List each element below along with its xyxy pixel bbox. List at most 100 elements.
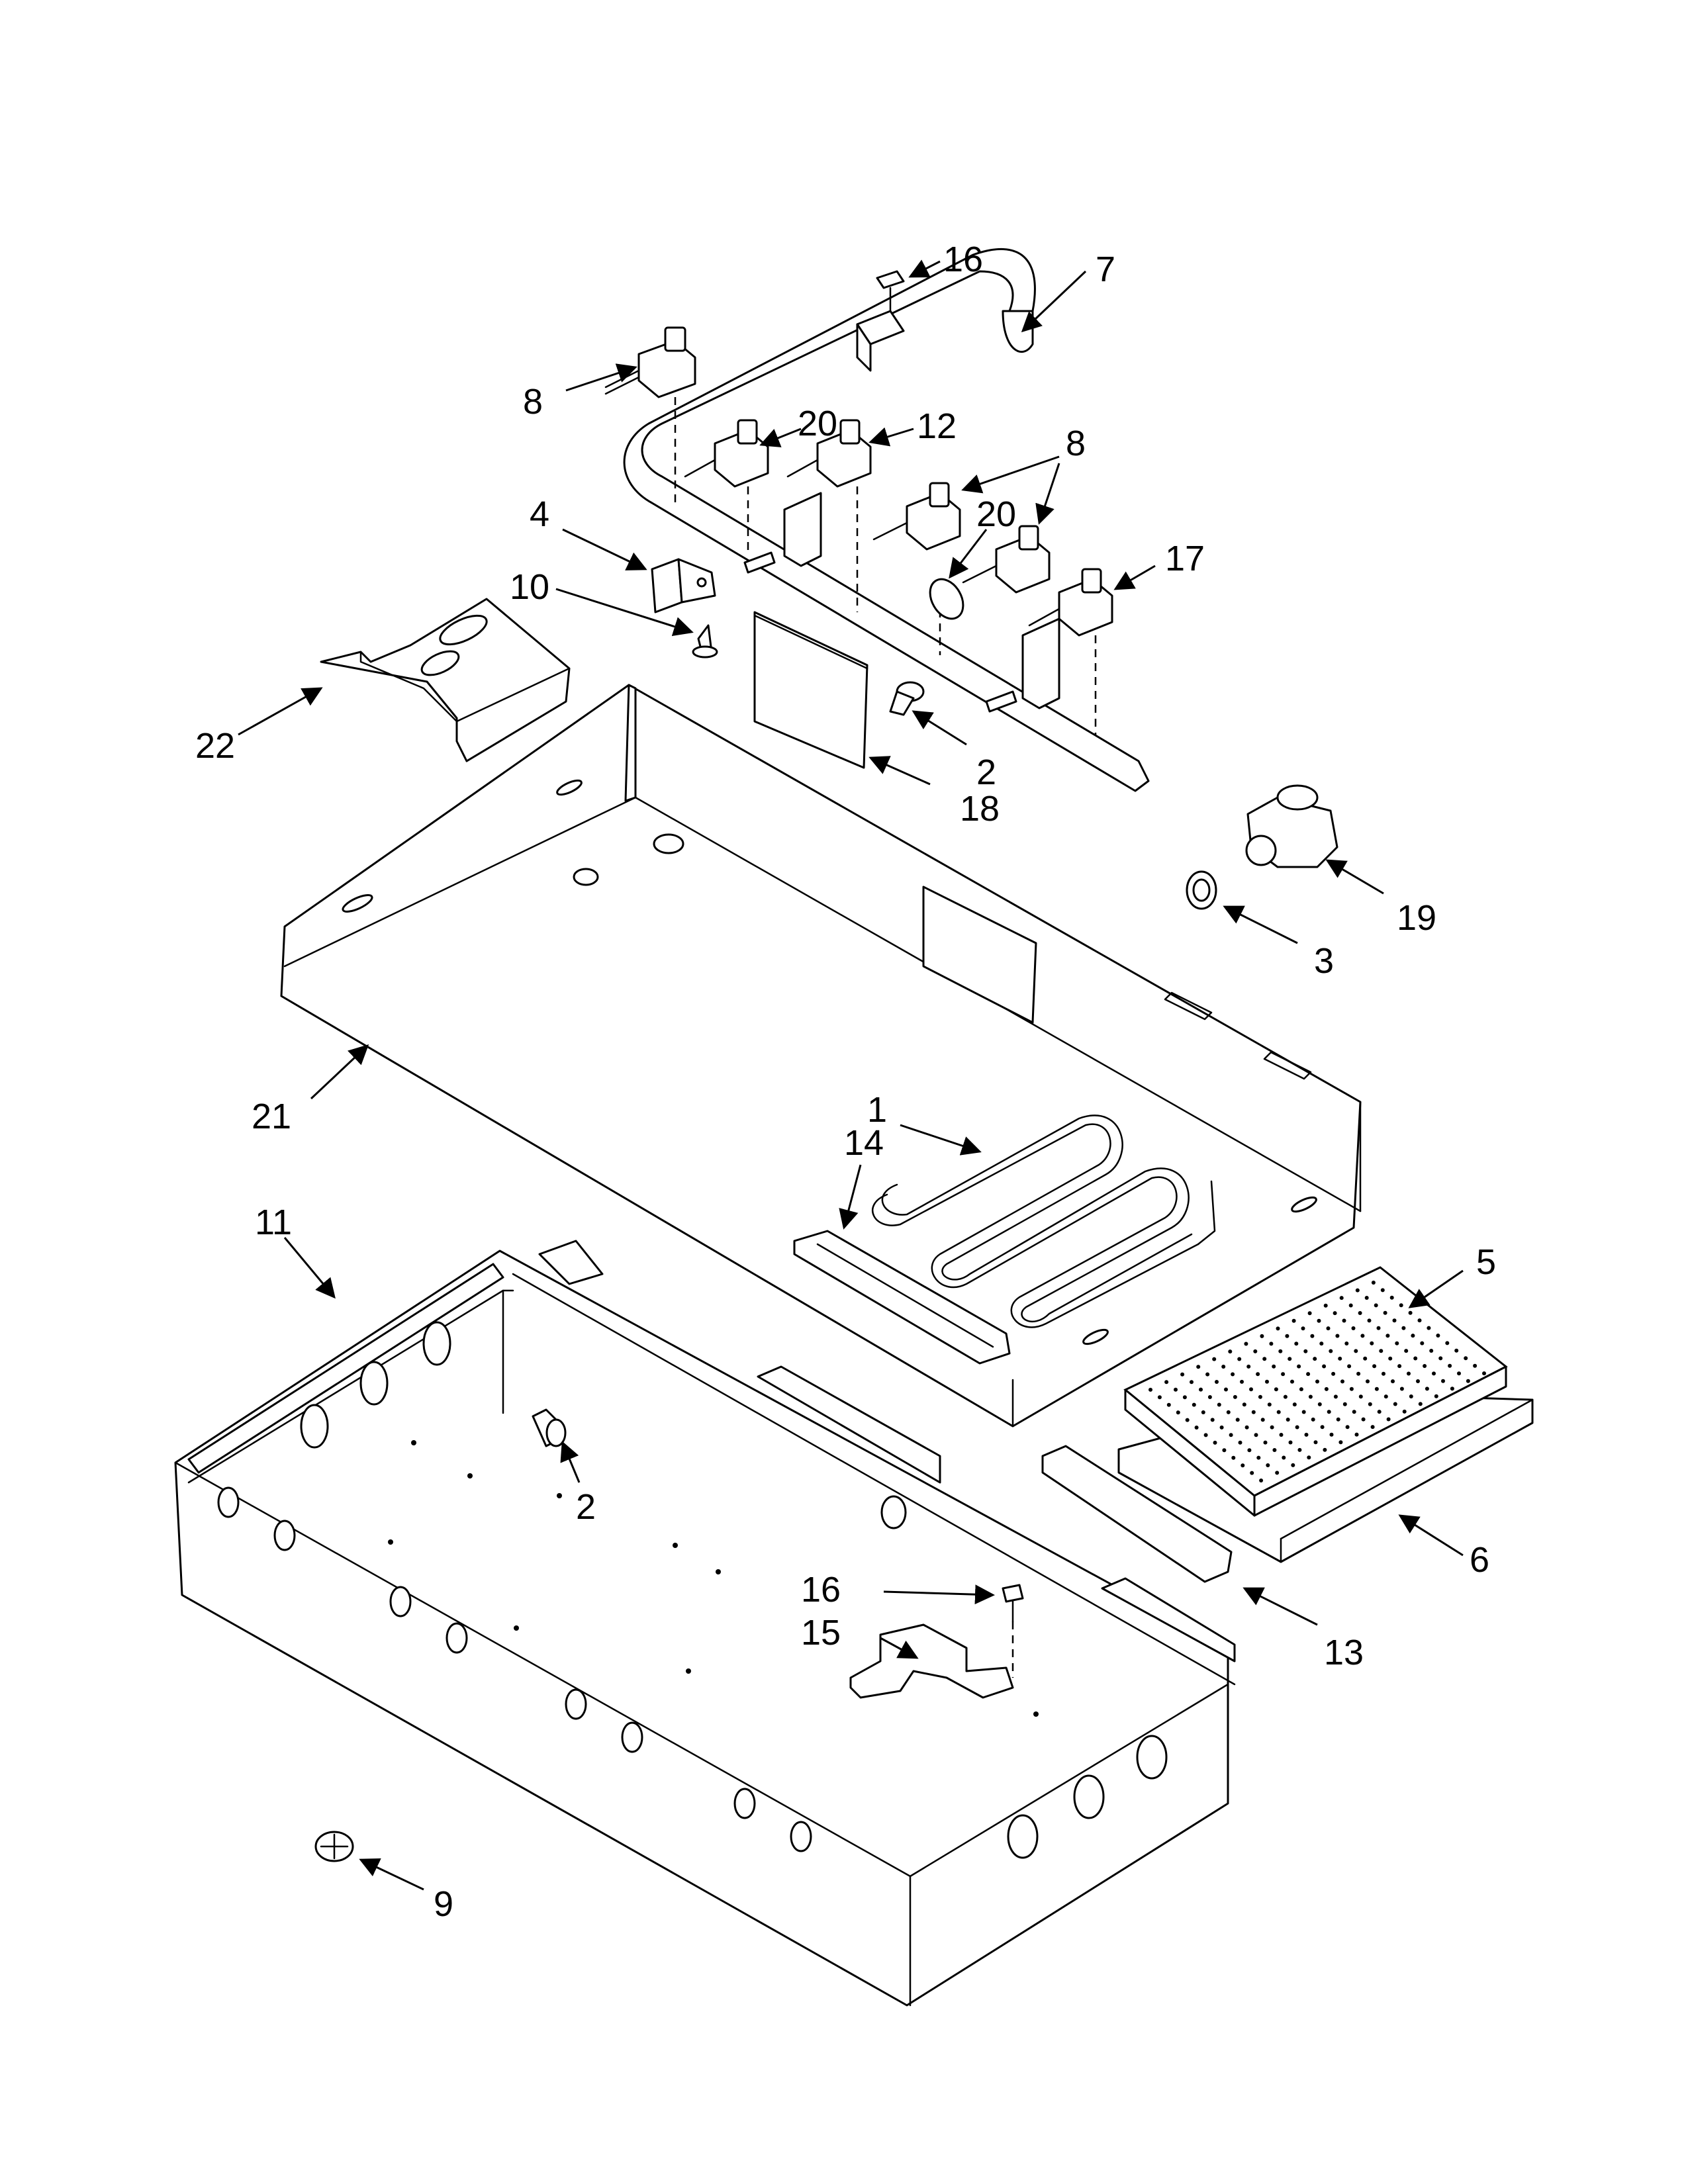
mesh-perforation xyxy=(1361,1417,1366,1422)
mesh-perforation xyxy=(1436,1334,1440,1338)
mesh-perforation xyxy=(1372,1364,1377,1369)
mesh-perforation xyxy=(1425,1387,1429,1391)
mesh-perforation xyxy=(1391,1379,1395,1384)
callout-10: 10 xyxy=(510,567,549,607)
mesh-perforation xyxy=(1418,1402,1423,1406)
mesh-perforation xyxy=(1256,1455,1261,1460)
screw-10 xyxy=(692,624,718,659)
mesh-perforation xyxy=(1388,1356,1393,1361)
mesh-perforation xyxy=(1272,1364,1276,1369)
mesh-perforation xyxy=(1408,1310,1413,1315)
mesh-perforation xyxy=(1196,1365,1201,1369)
mesh-perforation xyxy=(1176,1410,1180,1415)
mesh-perforation xyxy=(1317,1318,1321,1323)
callout-19: 19 xyxy=(1397,898,1436,938)
mesh-perforation xyxy=(1297,1447,1302,1452)
mesh-perforation xyxy=(1307,1311,1312,1316)
mesh-perforation xyxy=(1282,1455,1286,1460)
mesh-perforation xyxy=(1251,1410,1256,1414)
mesh-perforation xyxy=(1221,1365,1226,1369)
mesh-perforation xyxy=(1301,1410,1306,1414)
mesh-perforation xyxy=(1364,1296,1369,1300)
mesh-perforation xyxy=(1164,1380,1169,1385)
mesh-perforation xyxy=(1319,1342,1324,1346)
mesh-perforation xyxy=(1254,1433,1258,1437)
mesh-perforation xyxy=(1253,1349,1258,1353)
mesh-perforation xyxy=(1278,1349,1283,1353)
mesh-perforation xyxy=(1376,1326,1381,1330)
mesh-perforation xyxy=(1190,1380,1194,1385)
mesh-perforation xyxy=(1149,1387,1152,1392)
mesh-perforation xyxy=(1313,1440,1318,1445)
mesh-perforation xyxy=(1342,1318,1346,1323)
mesh-perforation xyxy=(1441,1379,1445,1383)
callout-20-left: 20 xyxy=(798,404,837,443)
mesh-perforation xyxy=(1368,1402,1372,1406)
gas-valve-8-right xyxy=(939,525,1051,655)
mesh-perforation xyxy=(1291,1318,1296,1323)
mesh-perforation xyxy=(1233,1394,1237,1399)
mesh-perforation xyxy=(1445,1341,1450,1345)
mesh-perforation xyxy=(1333,1394,1338,1399)
mesh-perforation xyxy=(1327,1410,1331,1414)
mesh-perforation xyxy=(1401,1326,1406,1330)
mesh-perforation xyxy=(1231,1455,1236,1460)
mesh-perforation xyxy=(1335,1334,1340,1338)
mesh-perforation xyxy=(1288,1357,1292,1361)
mesh-perforation xyxy=(1323,1447,1327,1452)
mesh-perforation xyxy=(1354,1349,1358,1353)
mesh-perforation xyxy=(1374,1303,1378,1308)
mesh-perforation xyxy=(1367,1318,1372,1323)
callout-13: 13 xyxy=(1324,1633,1364,1672)
strip-13 xyxy=(1041,1445,1233,1583)
mesh-perforation xyxy=(1416,1379,1420,1383)
mesh-perforation xyxy=(1231,1372,1235,1377)
mesh-perforation xyxy=(1329,1349,1333,1353)
mesh-perforation xyxy=(1304,1432,1309,1437)
mesh-perforation xyxy=(1338,1356,1342,1361)
mesh-perforation xyxy=(1429,1349,1434,1353)
callout-17: 17 xyxy=(1165,539,1205,578)
mesh-perforation xyxy=(1363,1356,1368,1361)
mesh-perforation xyxy=(1259,1479,1264,1482)
leader-lines xyxy=(238,259,1464,1891)
mesh-perforation xyxy=(1473,1363,1477,1368)
mesh-perforation xyxy=(1281,1372,1286,1377)
mesh-perforation xyxy=(1203,1433,1208,1437)
mesh-perforation xyxy=(1385,1334,1390,1338)
mesh-perforation xyxy=(1199,1387,1203,1392)
mesh-perforation xyxy=(1212,1357,1217,1361)
mesh-perforation xyxy=(1409,1394,1413,1398)
valve-brackets xyxy=(743,492,1060,713)
mesh-perforation xyxy=(1192,1402,1196,1407)
callout-14: 14 xyxy=(844,1123,884,1163)
mesh-perforation xyxy=(1201,1410,1205,1414)
heat-shield-22 xyxy=(320,598,571,762)
mesh-perforation xyxy=(1286,1418,1290,1422)
mesh-perforation xyxy=(1349,1387,1354,1391)
mesh-perforation xyxy=(1324,1387,1329,1391)
mesh-perforation xyxy=(1244,1425,1249,1430)
callout-labels: 16 7 8 20 12 8 20 4 17 10 22 2 18 19 3 2… xyxy=(195,240,1496,1924)
mesh-perforation xyxy=(1269,1342,1274,1346)
mesh-pattern xyxy=(1149,1281,1486,1482)
callout-4: 4 xyxy=(530,494,549,534)
mesh-perforation xyxy=(1320,1425,1325,1430)
mesh-perforation xyxy=(1213,1440,1217,1445)
mesh-perforation xyxy=(1182,1395,1187,1400)
screw-16-top xyxy=(876,270,905,312)
mesh-perforation xyxy=(1382,1371,1385,1376)
mesh-perforation xyxy=(1407,1371,1411,1376)
mesh-perforation xyxy=(1194,1426,1199,1430)
mesh-perforation xyxy=(1290,1379,1294,1384)
mesh-perforation xyxy=(1339,1296,1344,1300)
mesh-perforation xyxy=(1342,1402,1347,1406)
mesh-perforation xyxy=(1450,1387,1454,1391)
mesh-perforation xyxy=(1383,1310,1387,1315)
mesh-perforation xyxy=(1246,1364,1251,1369)
mesh-perforation xyxy=(1205,1372,1210,1377)
mesh-perforation xyxy=(1244,1342,1248,1346)
mesh-perforation xyxy=(1358,1311,1362,1315)
mesh-perforation xyxy=(1356,1371,1361,1376)
mesh-perforation xyxy=(1266,1463,1270,1467)
